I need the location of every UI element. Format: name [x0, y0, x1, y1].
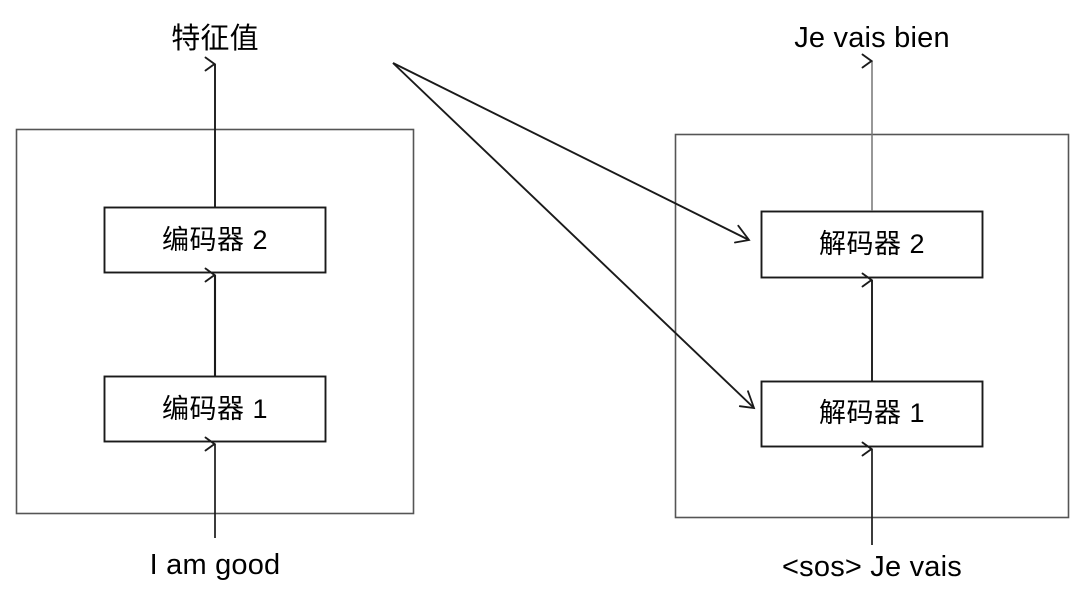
decoder-block-1-box	[760, 380, 984, 448]
encoder-block-1-label: 编码器 1	[161, 394, 269, 425]
decoder-block-2-box	[760, 210, 984, 279]
arrow-encoder-to-decoder-1	[392, 62, 756, 410]
encoder-block-2-box	[103, 206, 327, 274]
encoder-input-label: I am good	[149, 549, 281, 582]
decoder-output-label: Je vais bien	[794, 22, 950, 55]
decoder-block-1-label: 解码器 1	[818, 398, 926, 429]
encoder-block-2-label: 编码器 2	[161, 225, 269, 256]
arrow-encoder-to-decoder-2	[392, 62, 751, 244]
decoder-block-2-label: 解码器 2	[818, 229, 926, 260]
decoder-input-label: <sos> Je vais	[782, 551, 962, 584]
encoder-output-label: 特征值	[171, 23, 259, 56]
